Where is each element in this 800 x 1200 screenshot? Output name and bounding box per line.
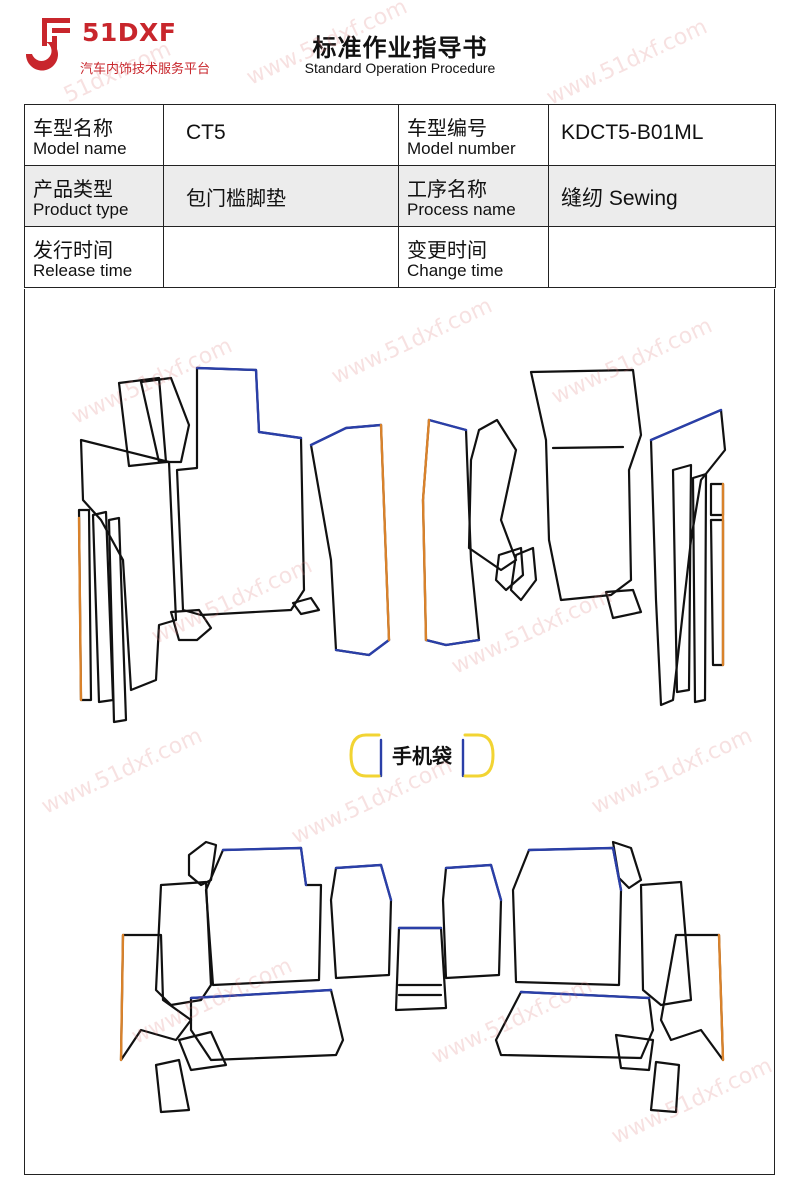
pattern-piece-front-right-strip-c	[709, 482, 725, 517]
blue-edge-highlights	[189, 366, 723, 1000]
model-name-label-cell: 车型名称 Model name	[24, 104, 164, 166]
phone-pocket-left-bracket	[349, 733, 381, 778]
logo-mark-icon	[25, 18, 70, 71]
process-name-label-cell: 工序名称 Process name	[398, 165, 549, 227]
release-time-label-cn: 发行时间	[33, 238, 113, 262]
pattern-drawing: 手机袋	[77, 366, 727, 1114]
info-table: 车型名称 Model name CT5 车型编号 Model number KD…	[24, 104, 776, 288]
document-title: 标准作业指导书	[312, 34, 488, 62]
pattern-piece-rear-right-floor	[494, 990, 655, 1060]
pattern-piece-rear-right-small	[441, 863, 503, 980]
info-row-model: 车型名称 Model name CT5 车型编号 Model number KD…	[24, 104, 776, 166]
pattern-piece-front-left-clip	[291, 596, 321, 616]
orange-edge-highlights	[77, 418, 725, 1062]
change-time-value-cell	[548, 226, 776, 288]
orange-edge-rear-left-arch	[119, 933, 125, 1062]
process-name-label-cn: 工序名称	[407, 177, 487, 201]
pattern-drawing-area: 手机袋 www.51dxf.com www.51dxf.com www.51dx…	[24, 289, 776, 1175]
orange-edge-front-left-tunnel	[379, 423, 391, 642]
blue-edge-rear-right-mat	[527, 846, 623, 892]
release-time-value-cell	[163, 226, 399, 288]
pattern-piece-front-left-mat	[175, 366, 306, 617]
blue-edge-rear-right-floor	[519, 990, 651, 1000]
blue-edge-rear-left-mat	[221, 846, 308, 887]
pattern-piece-front-right-strip-d	[709, 518, 725, 667]
product-type-value: 包门槛脚垫	[186, 186, 286, 210]
pattern-piece-front-left-sidewall	[79, 438, 178, 692]
blue-edge-front-left-tunnel	[309, 423, 383, 447]
product-type-label-cn: 产品类型	[33, 177, 113, 201]
document-subtitle: Standard Operation Procedure	[304, 60, 496, 76]
logo: 51DXF 汽车内饰技术服务平台	[22, 16, 242, 78]
model-name-label-en: Model name	[33, 139, 127, 158]
orange-edge-front-right-tunnel	[421, 418, 431, 642]
product-type-label-en: Product type	[33, 200, 129, 219]
pattern-piece-rear-right-side	[639, 880, 693, 1007]
pattern-piece-front-right-clip-a	[494, 546, 525, 592]
model-number-label-en: Model number	[407, 139, 516, 158]
change-time-value	[549, 227, 775, 243]
blue-edge-front-right-tunnel	[427, 418, 468, 432]
logo-name: 51DXF	[82, 18, 177, 47]
pattern-piece-rear-left-corner-b	[154, 1058, 191, 1114]
pattern-piece-front-right-clip-b	[509, 546, 538, 602]
phone-pocket-piece: 手机袋	[349, 733, 495, 778]
pattern-piece-rear-left-side	[154, 880, 213, 1007]
pattern-piece-rear-right-corner-a	[614, 1033, 655, 1072]
phone-pocket-right-bracket	[463, 733, 495, 778]
blue-edge-rear-right-small	[444, 863, 503, 902]
process-name-value-cell: 缝纫 Sewing	[548, 165, 776, 227]
blue-edge-rear-left-small	[334, 863, 393, 902]
change-time-label-cn: 变更时间	[407, 238, 487, 262]
blue-edge-front-left-mat	[195, 366, 303, 440]
pattern-piece-front-right-strip-a	[671, 463, 693, 694]
pattern-piece-rear-left-small	[329, 863, 393, 980]
orange-edge-rear-right-arch	[717, 933, 725, 1062]
blue-edge-rear-left-floor	[189, 988, 333, 1000]
change-time-label-cell: 变更时间 Change time	[398, 226, 549, 288]
pattern-piece-rear-right-arch	[659, 933, 725, 1062]
page-header: 51DXF 汽车内饰技术服务平台 标准作业指导书 Standard Operat…	[0, 0, 800, 100]
model-name-label-cn: 车型名称	[33, 116, 113, 140]
pattern-piece-rear-right-mat	[511, 846, 623, 987]
process-name-label-en: Process name	[407, 200, 516, 219]
pattern-piece-rear-left-arch	[119, 933, 193, 1062]
model-number-label-cell: 车型编号 Model number	[398, 104, 549, 166]
info-row-time: 发行时间 Release time 变更时间 Change time	[24, 226, 776, 288]
pattern-piece-rear-right-corner-b	[649, 1060, 681, 1114]
model-number-value-cell: KDCT5-B01ML	[548, 104, 776, 166]
model-name-value-cell: CT5	[163, 104, 399, 166]
release-time-value	[164, 227, 398, 243]
change-time-label-en: Change time	[407, 261, 504, 280]
model-number-label-cn: 车型编号	[407, 116, 487, 140]
pattern-piece-rear-left-floor	[189, 988, 345, 1062]
product-type-label-cell: 产品类型 Product type	[24, 165, 164, 227]
product-type-value-cell: 包门槛脚垫	[163, 165, 399, 227]
pattern-piece-front-left-tunnel	[309, 423, 391, 657]
model-number-value: KDCT5-B01ML	[561, 121, 704, 144]
blue-edge-front-left-tunnel-bottom	[334, 638, 391, 657]
info-row-product: 产品类型 Product type 包门槛脚垫 工序名称 Process nam…	[24, 165, 776, 227]
pattern-piece-front-right-strip-b	[691, 472, 708, 704]
orange-edge-front-left-strip	[77, 516, 83, 702]
pattern-piece-center-hump	[394, 926, 448, 1012]
pattern-piece-front-right-curved	[467, 418, 518, 572]
pattern-piece-rear-left-corner-a	[177, 1030, 228, 1072]
pattern-piece-front-left-tab	[139, 376, 191, 464]
release-time-label-cell: 发行时间 Release time	[24, 226, 164, 288]
pattern-piece-front-left-heel	[169, 608, 213, 642]
pattern-piece-front-right-tunnel	[421, 418, 481, 647]
blue-edge-front-right-tunnel-bottom	[424, 638, 481, 647]
pattern-piece-front-right-heel	[604, 588, 643, 620]
phone-pocket-label: 手机袋	[392, 744, 453, 768]
process-name-value: 缝纫 Sewing	[561, 187, 678, 210]
release-time-label-en: Release time	[33, 261, 133, 280]
logo-subtitle: 汽车内饰技术服务平台	[80, 62, 211, 77]
pattern-piece-front-right-mat	[529, 368, 643, 602]
pattern-line-front-right-mat-divider	[551, 445, 625, 450]
blue-edge-front-right-sidewall	[649, 408, 723, 442]
model-name-value: CT5	[186, 121, 226, 144]
pattern-piece-front-left-strip-inner	[107, 516, 128, 724]
